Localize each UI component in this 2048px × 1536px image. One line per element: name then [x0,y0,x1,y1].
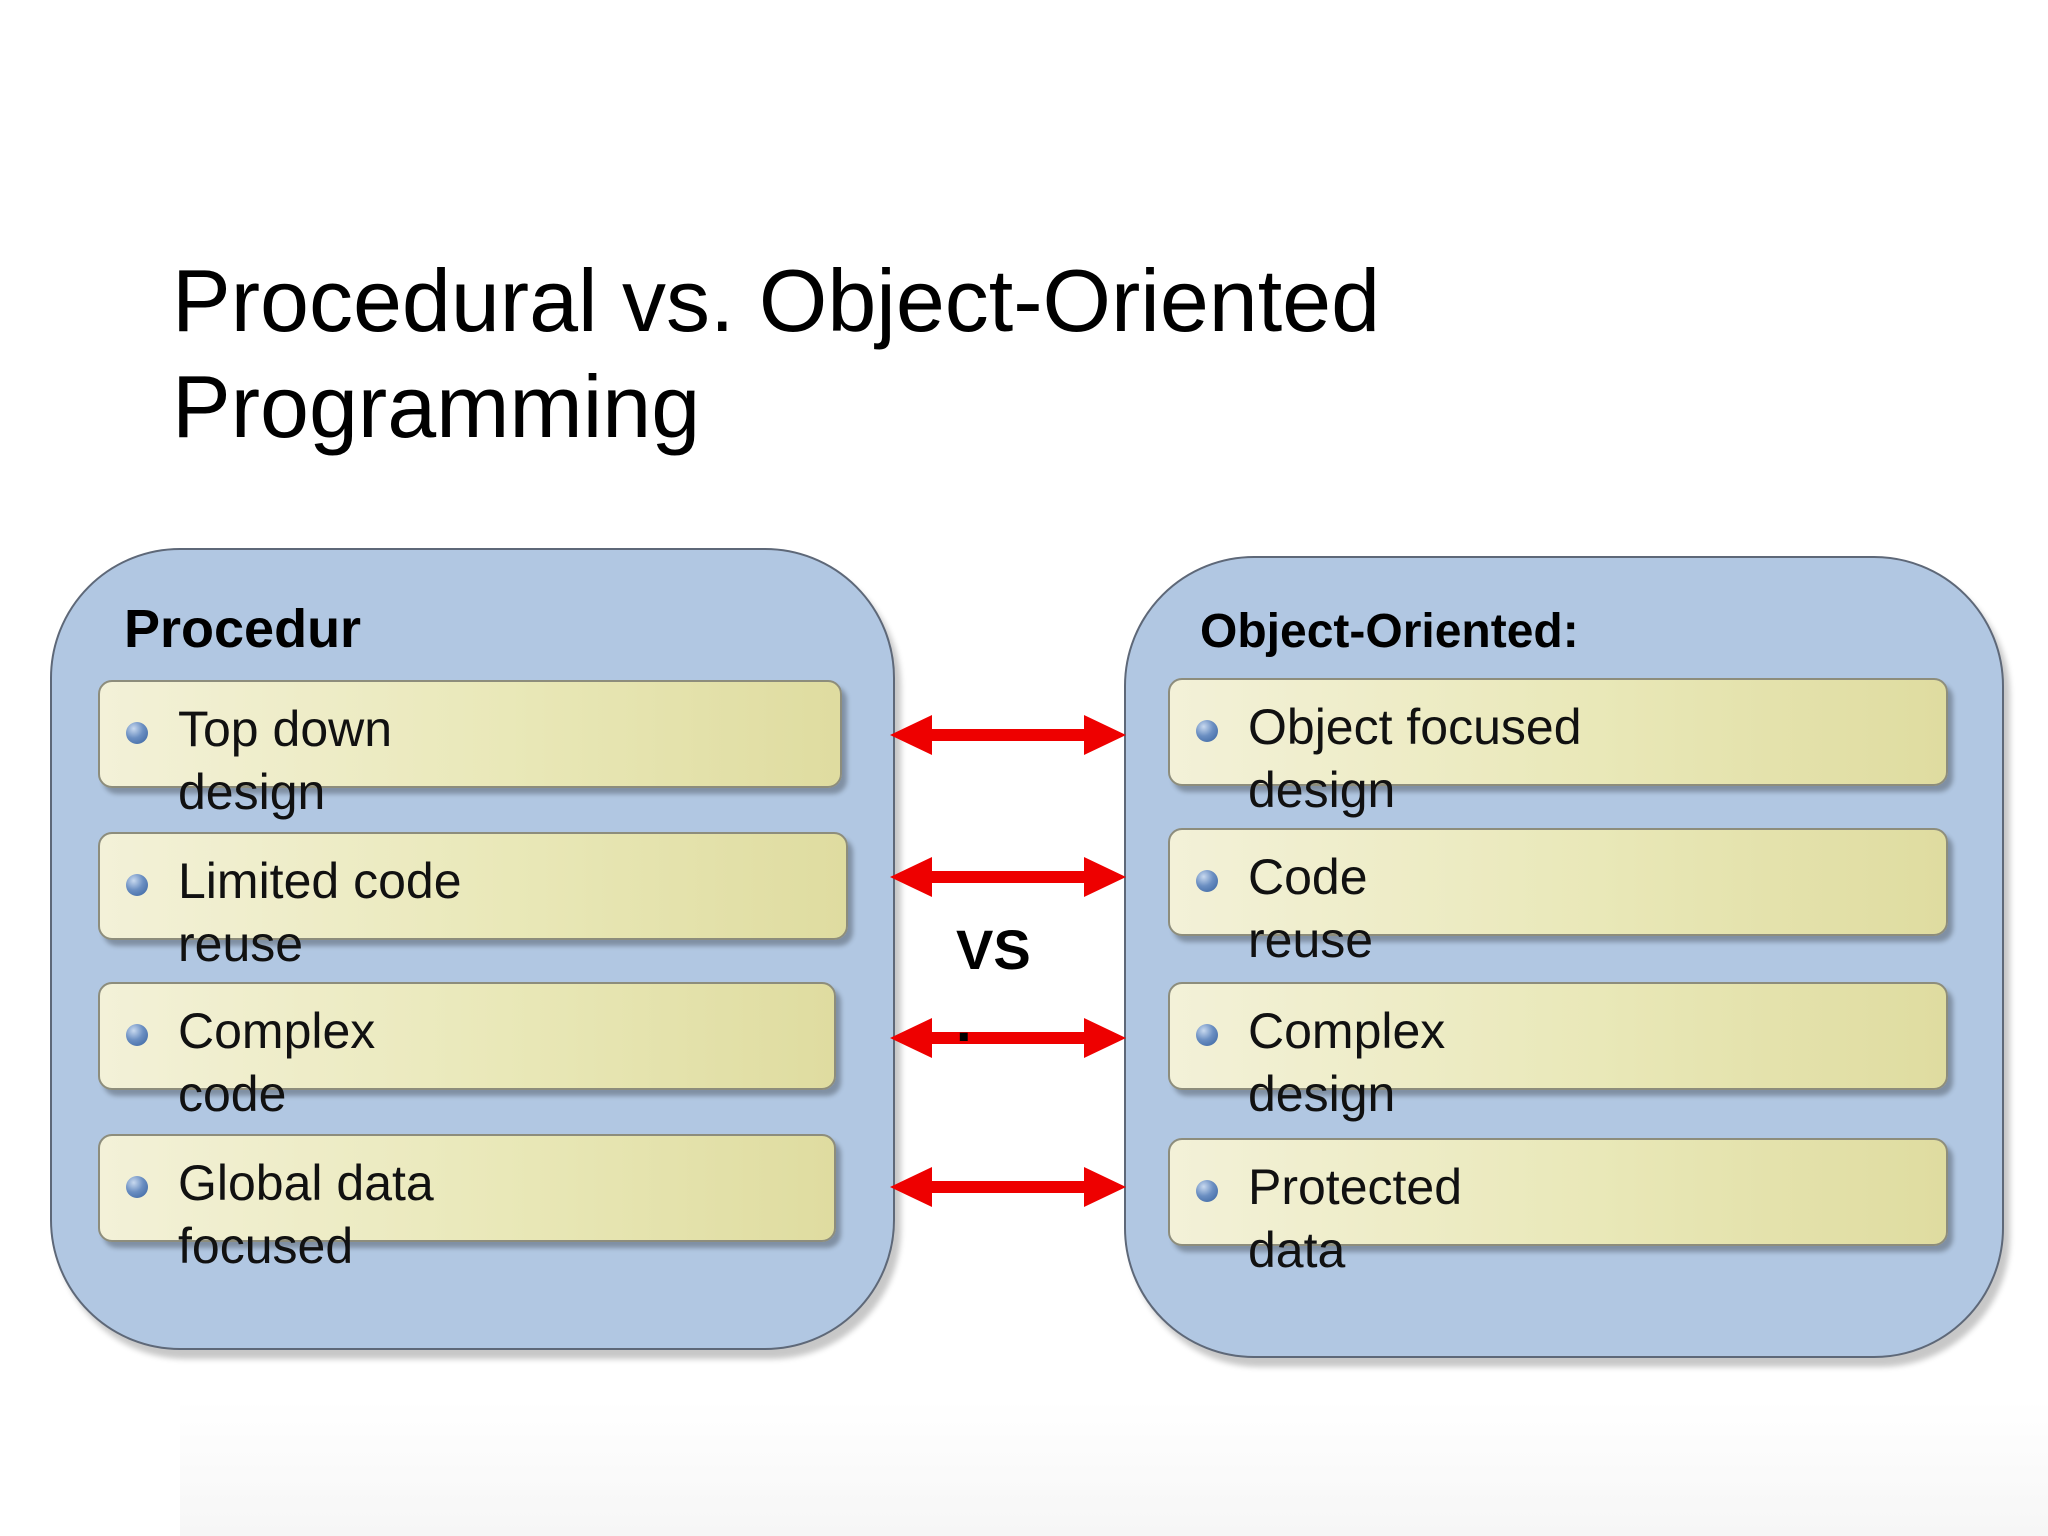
procedural-item-text: Limited code reuse [178,853,462,972]
procedural-item: Top down design [98,680,842,820]
object-oriented-item: Code reuse [1168,828,1948,968]
procedural-item: Complex code [98,982,836,1122]
object-oriented-item: Complex design [1168,982,1948,1122]
double-arrow-icon [890,857,1126,897]
vs-label: VS . [956,918,1031,1053]
procedural-item-text: Global data focused [178,1155,434,1274]
procedural-item: Global data focused [98,1134,836,1274]
bullet-icon [126,1176,148,1198]
object-oriented-item-text: Complex design [1248,1003,1446,1122]
slide-bottom-shade [180,1400,2048,1536]
procedural-group: Procedur al: Top down design Limited cod… [50,548,895,1350]
object-oriented-heading: Object-Oriented: [1200,605,1579,658]
bullet-icon [126,1024,148,1046]
double-arrow-icon [890,1018,1126,1058]
procedural-item-text: Top down design [178,701,393,820]
procedural-item-text: Complex code [178,1003,376,1122]
object-oriented-item-text: Protected data [1248,1159,1463,1278]
object-oriented-item-text: Object focused design [1248,699,1582,818]
slide-title: Procedural vs. Object-Oriented Programmi… [172,251,1381,456]
double-arrow-icon [890,1167,1126,1207]
double-arrow-icon [890,715,1126,755]
bullet-icon [126,722,148,744]
bullet-icon [1196,1180,1218,1202]
bullet-icon [1196,720,1218,742]
procedural-heading: Procedur al: [124,599,362,681]
object-oriented-item: Object focused design [1168,678,1948,818]
bullet-icon [126,874,148,896]
object-oriented-item: Protected data [1168,1138,1948,1278]
bullet-icon [1196,1024,1218,1046]
procedural-item: Limited code reuse [98,832,848,972]
bullet-icon [1196,870,1218,892]
object-oriented-group: Object-Oriented: Object focused design C… [1124,556,2004,1358]
object-oriented-item-text: Code reuse [1248,849,1374,968]
